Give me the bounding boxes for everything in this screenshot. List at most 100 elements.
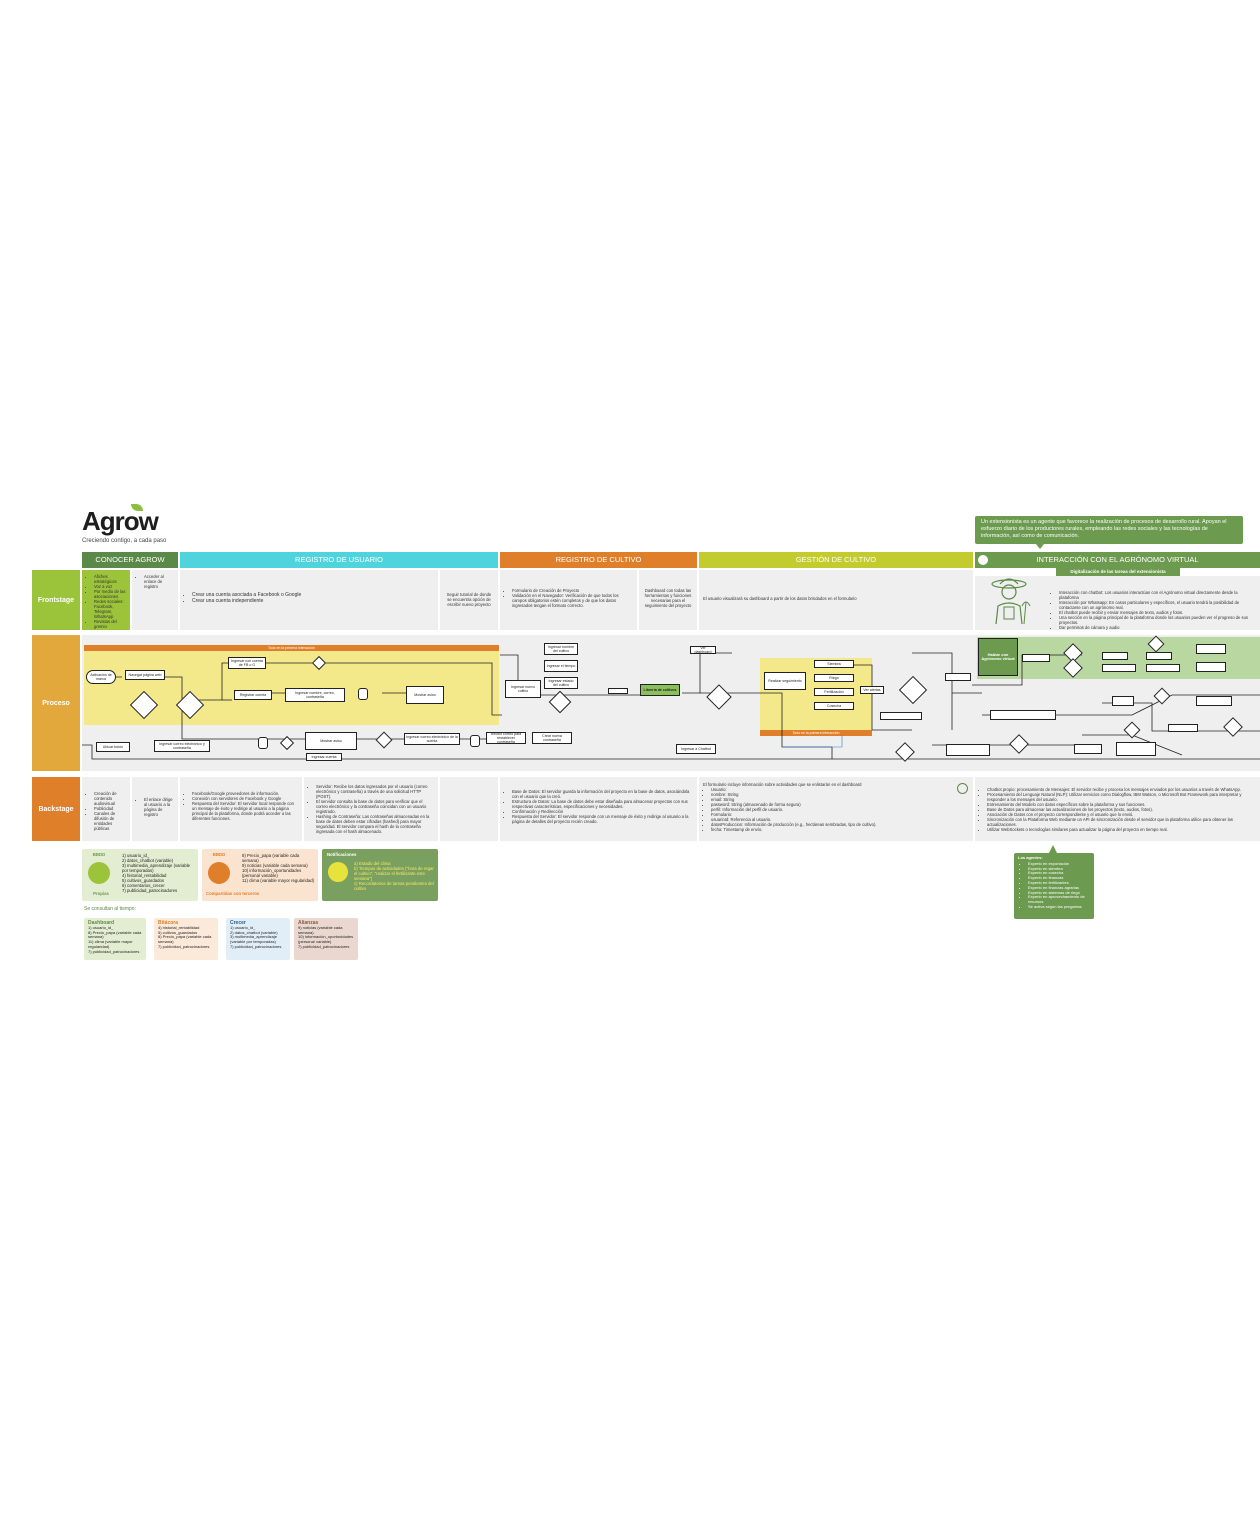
back-item: Conexión con servidores de Facebook y Go… — [192, 796, 298, 801]
back-item: Usuario: — [711, 787, 969, 792]
notif-item: b) Tiempos de actividades ("hora de rega… — [354, 866, 434, 881]
step-chatbot: Ingresar a Chatbot — [676, 744, 716, 754]
step-mostrar-aviso: Mostrar aviso — [406, 686, 444, 704]
bbdd-compartidas-caption: Compartidas con terceros — [206, 891, 260, 896]
agentes-pointer — [1049, 845, 1057, 853]
step-ingresar-fb: Ingresar con cuenta de FB o G — [228, 657, 266, 669]
back-cell-servidor: Servidor: Recibe los datos ingresados po… — [304, 777, 438, 841]
bbdd-item: 8) Precio_papa (variable cada semana) — [242, 853, 300, 863]
step-alertas: Ver alertas — [860, 686, 884, 694]
step-tiempo: Ingresar el tiempo — [544, 660, 578, 672]
step-correo-cuenta: Ingresar correo electrónico de la cuenta — [404, 733, 460, 745]
globe-icon — [957, 783, 968, 794]
lane-proceso: Proceso — [32, 635, 80, 771]
step-agr-9 — [1196, 696, 1232, 706]
consult-title: Alianzas — [298, 920, 319, 926]
step-ingresar-correo: Ingresar correo electrónico y contraseña — [154, 740, 210, 752]
back-item: Chatbot propio: procesamiento de Mensaje… — [987, 787, 1256, 792]
agente-item: Experto en fertilizantes — [1028, 880, 1090, 886]
step-ingresar-cuenta: Ingresar cuenta — [306, 753, 342, 761]
bbdd-propias-caption: Propias — [93, 891, 109, 896]
phase-interaccion: INTERACCIÓN CON EL AGRÓNOMO VIRTUAL — [975, 552, 1260, 568]
consult-item: 8) Precio_papa (variable cada semana) — [88, 929, 142, 940]
back-cell-basedatos: Base de Datos: El servidor guarda la inf… — [500, 777, 697, 841]
back-item: Confirmación y Redirección — [512, 809, 693, 814]
back-item: Asociación de Datos con el proyecto corr… — [987, 812, 1256, 817]
back-item: Procesamiento del Lenguaje Natural (NLP)… — [987, 792, 1256, 802]
agente-item: Experto en cosecha — [1028, 871, 1090, 876]
notif-item: a) Estado del clima — [354, 861, 391, 866]
agente-item: Se activa según las preguntas — [1028, 904, 1090, 910]
consult-item: 9) noticias (variable cada semana) — [298, 924, 343, 935]
front-cell-conocer: Afiches estratégicos Voz a voz Por medio… — [82, 570, 130, 630]
agente-item: Experto en aprovechamiento de recursos — [1028, 895, 1090, 905]
front-item: Crear una cuenta independiente — [192, 598, 434, 604]
step-agr-11 — [1074, 744, 1102, 754]
agente-item: Experto en siembra — [1028, 866, 1090, 872]
note-pointer — [1036, 544, 1044, 549]
agentes-card: Los agentes: Experto en exportación Expe… — [1014, 853, 1094, 919]
step-activacion: Activación de marca — [86, 670, 116, 684]
back-item: Servidor: Recibe los datos ingresados po… — [316, 784, 434, 799]
front-item: Formulario de Creación de Proyecto — [512, 588, 633, 593]
step-ingresar-datos: Ingresar nombre, correo, contraseña — [285, 688, 345, 702]
back-cell-formulario: El formulario incluye información sobre … — [699, 777, 973, 841]
back-cell-conocer: Creación de contenido audiovisual Public… — [82, 777, 130, 841]
front-item: Validación en el Navegador: Verificación… — [512, 593, 633, 608]
agente-item: Experto en exportación — [1028, 861, 1090, 867]
bbdd-item: 10) información_oportunidades (persona/ … — [242, 868, 302, 878]
bbdd-item: 2) datos_chatbot (variable) — [122, 858, 174, 863]
phase-gestion-cultivo: GESTIÓN DE CULTIVO — [699, 552, 973, 568]
consult-item: 11) clima (variable mayor regularidad) — [88, 939, 133, 949]
step-ubicar-boton: Ubicar botón — [96, 742, 130, 752]
back-item: Respuesta del Servidor: El servidor resp… — [512, 814, 693, 824]
step-navegar: Navegar página web — [125, 670, 165, 680]
back-item: Creación de contenido audiovisual — [94, 791, 126, 806]
step-gestion-1 — [880, 712, 922, 720]
step-gestion-4 — [946, 744, 990, 756]
phase-conocer: CONOCER AGROW — [82, 552, 178, 568]
back-cell-empty — [440, 777, 498, 841]
step-riego: Riego — [814, 674, 854, 682]
front-item: Revistas del gremio — [94, 619, 126, 629]
bbdd-compartidas: BBDD Compartidas con terceros 8) Precio_… — [202, 849, 318, 901]
front-item: Interacción por Whatsapp: En casos parti… — [1059, 600, 1256, 610]
brand-logo: Agrow — [82, 506, 159, 536]
consult-crecer: Crecer 1) usuario_id_ 2) datos_chatbot (… — [226, 918, 290, 960]
back-item: Base de Datos para almacenar las actuali… — [987, 807, 1256, 812]
step-fertilizacion: Fertilización — [814, 688, 854, 696]
consult-item: 1) usuario_id_ — [88, 924, 114, 930]
libreria-cultivos: Librería de cultivos — [640, 684, 680, 696]
back-item: Facebook/Google proveedores de informaci… — [192, 791, 298, 796]
agentes-title: Los agentes: — [1018, 855, 1043, 860]
front-cell-tutorial: Seguir tutorial de donde se encuentra op… — [440, 570, 498, 630]
back-item: El formulario incluye información sobre … — [703, 782, 862, 787]
step-nuevo-cultivo: Ingresar nuevo cultivo — [505, 680, 541, 698]
back-cell-enlace: El enlace dirige al usuario a la página … — [132, 777, 178, 841]
bbdd-propias-title: BBDD — [92, 852, 106, 857]
back-cell-chatbot: Chatbot propio: procesamiento de Mensaje… — [975, 777, 1260, 841]
consult-item: 8) Precio_papa (variable cada semana) — [158, 934, 212, 945]
consult-item: 7) publicidad_patrocinadores — [230, 943, 282, 949]
bbdd-item: 9) noticias (variable cada semana) — [242, 863, 308, 868]
step-agr-1 — [1022, 654, 1050, 662]
step-cosecha: Cosecha — [814, 702, 854, 710]
bbdd-propias: BBDD Propias 1) usuario_id_ 2) datos_cha… — [82, 849, 198, 901]
step-agr-4 — [1196, 644, 1226, 654]
step-agr-12 — [1116, 742, 1156, 756]
front-cell-registro: Crear una cuenta asociada a Facebook o G… — [180, 570, 438, 630]
back-item: nombre: String — [711, 792, 969, 797]
notificaciones-list: a) Estado del clima b) Tiempos de activi… — [354, 861, 434, 891]
person-icon — [978, 555, 988, 565]
back-item: fecha: Timestamp de envío. — [711, 827, 969, 832]
step-gestion-2 — [945, 673, 971, 681]
bbdd-item: 3) multimedia_aprendizaje (variable por … — [122, 863, 191, 873]
notificaciones-title: Notificaciones — [327, 852, 357, 857]
consult-title: Dashboard — [88, 920, 115, 926]
step-siembra: Siembra — [814, 660, 854, 668]
consult-item: 4) historial_rentabilidad — [158, 924, 200, 930]
step-agr-3 — [1146, 652, 1172, 660]
back-item: Base de Datos: El servidor guarda la inf… — [512, 789, 693, 799]
step-realizar-seguimiento: Realizar seguimiento — [764, 672, 806, 690]
consult-title: Se consultan al tiempo: — [84, 906, 136, 912]
